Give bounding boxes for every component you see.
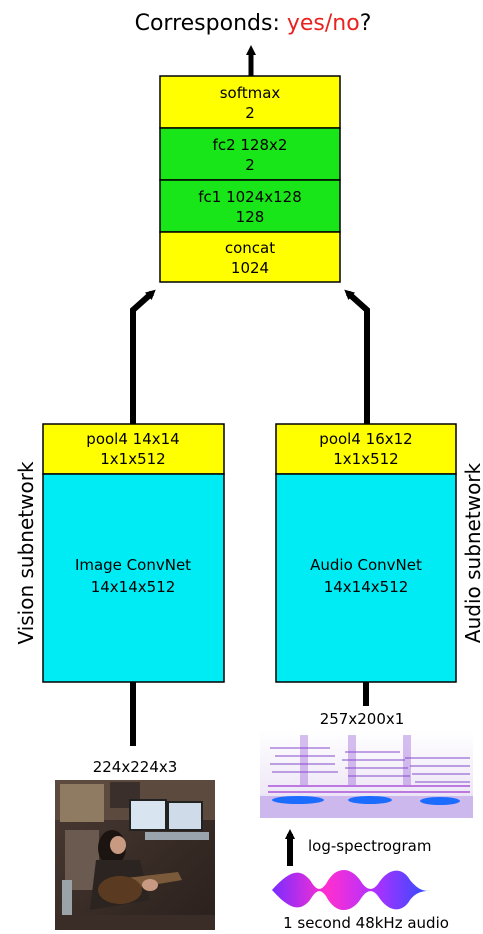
log-spectrogram-label: log-spectrogram <box>308 837 431 855</box>
audio-pool-name: pool4 16x12 <box>319 430 412 448</box>
fusion-layer-name: concat <box>225 239 275 257</box>
audio-pool-layer: pool4 16x12 1x1x512 <box>275 423 457 475</box>
fusion-layer-size: 128 <box>236 208 265 226</box>
vision-subnetwork-label: Vision subnetwork <box>14 461 38 644</box>
fusion-layer-name: fc1 1024x128 <box>198 188 302 206</box>
guitar-player-photo <box>55 780 215 930</box>
image-convnet: Image ConvNet 14x14x512 <box>42 473 225 683</box>
vision-pool-name: pool4 14x14 <box>86 430 179 448</box>
fusion-layer-concat: concat 1024 <box>159 231 341 283</box>
fusion-layer-name: softmax <box>220 84 281 102</box>
vision-to-concat-arrow <box>130 289 156 424</box>
fusion-layer-fc2: fc2 128x2 2 <box>159 127 341 181</box>
audio-pool-size: 1x1x512 <box>333 450 398 468</box>
diagram-title: Corresponds: yes/no? <box>135 11 372 36</box>
title-suffix: ? <box>360 11 372 36</box>
title-prefix: Corresponds: <box>135 11 287 36</box>
vision-subnetwork: pool4 14x14 1x1x512 Image ConvNet 14x14x… <box>14 423 225 930</box>
image-convnet-size: 14x14x512 <box>91 578 176 596</box>
image-input-size: 224x224x3 <box>93 758 178 776</box>
audio-convnet: Audio ConvNet 14x14x512 <box>275 473 457 683</box>
fusion-layer-name: fc2 128x2 <box>213 136 288 154</box>
waveform-label: 1 second 48kHz audio <box>283 914 449 932</box>
title-answer: yes/no <box>287 11 360 36</box>
fusion-layer-size: 2 <box>245 104 255 122</box>
fusion-stack: softmax 2 fc2 128x2 2 fc1 1024x128 128 c… <box>159 75 341 283</box>
fusion-layer-size: 2 <box>245 156 255 174</box>
audio-convnet-name: Audio ConvNet <box>310 556 422 574</box>
audio-convnet-size: 14x14x512 <box>324 578 409 596</box>
fusion-layer-fc1: fc1 1024x128 128 <box>159 179 341 233</box>
audio-subnetwork: pool4 16x12 1x1x512 Audio ConvNet 14x14x… <box>260 423 483 932</box>
spectrogram-input-size: 257x200x1 <box>320 710 405 728</box>
image-convnet-name: Image ConvNet <box>75 556 191 574</box>
fusion-layer-softmax: softmax 2 <box>159 75 341 129</box>
audio-waveform <box>272 869 430 911</box>
audio-subnetwork-label: Audio subnetwork <box>461 462 483 643</box>
vision-pool-size: 1x1x512 <box>100 450 165 468</box>
audio-to-concat-arrow <box>344 289 370 424</box>
spectrogram-image <box>260 730 473 818</box>
fusion-layer-size: 1024 <box>231 259 269 277</box>
vision-pool-layer: pool4 14x14 1x1x512 <box>42 423 225 475</box>
